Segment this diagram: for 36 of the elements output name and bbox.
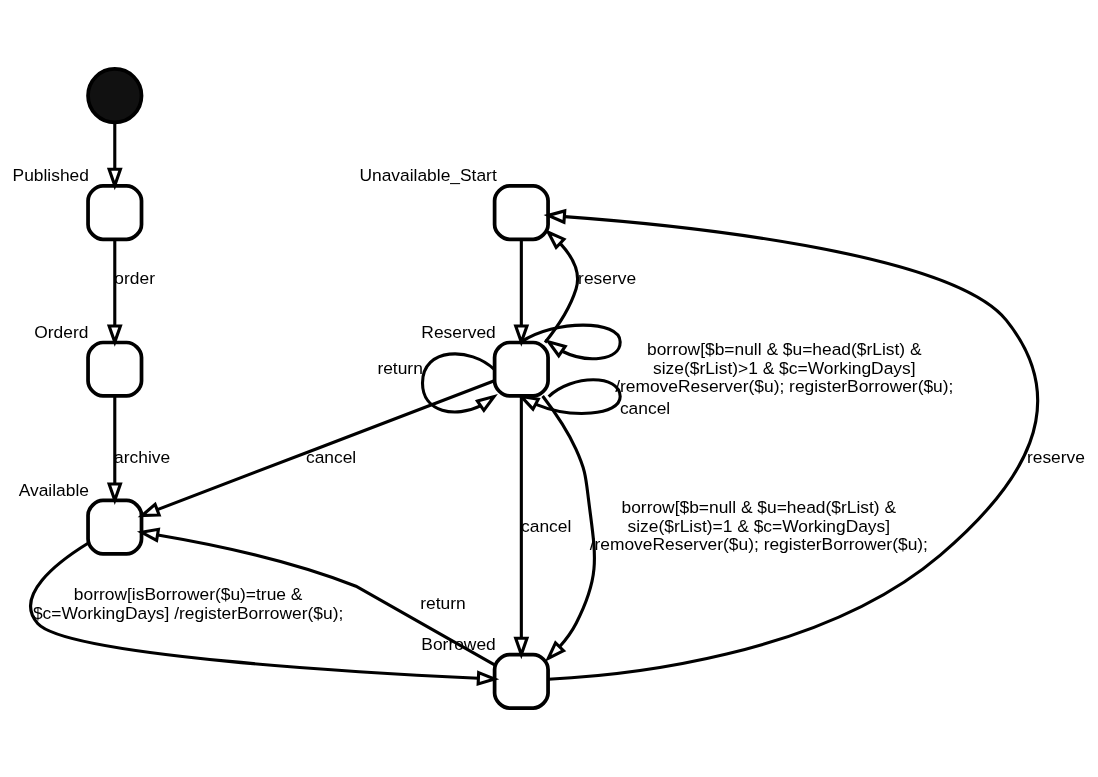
arrow	[520, 323, 622, 361]
edge-label: cancel	[619, 397, 671, 418]
node-circle	[86, 67, 144, 125]
node-box	[86, 340, 144, 398]
arrow	[29, 541, 500, 686]
arrow	[513, 396, 530, 660]
node-label: Unavailable_Start	[359, 165, 497, 186]
edge-label: return	[377, 357, 423, 378]
node-box	[492, 340, 550, 398]
edge-label: borrow[$b=null & $u=head($rList) & size($rList)>1 & $c=WorkingDays] /removeReserver($u); registerBorrower($u);	[615, 339, 954, 397]
edge-label: reserve	[578, 268, 637, 289]
node-box	[492, 652, 550, 710]
node-label: Published	[12, 165, 89, 186]
edge-label: archive	[114, 447, 171, 468]
node-box	[86, 498, 144, 556]
arrow	[541, 395, 596, 662]
arrow	[513, 239, 530, 347]
arrow	[136, 527, 496, 667]
edge-label: order	[114, 268, 155, 289]
edge-label: borrow[isBorrower($u)=true & $c=WorkingDays] /registerBorrower($u);	[32, 584, 344, 623]
node-label: Available	[18, 479, 89, 500]
node-box	[492, 183, 550, 242]
node-label: Reserved	[421, 321, 496, 342]
arrow	[543, 208, 1039, 681]
node-label: Orderd	[34, 321, 89, 342]
arrow	[106, 396, 123, 505]
arrow	[517, 378, 622, 415]
edge-label: reserve	[1026, 447, 1085, 468]
edge-label: return	[420, 593, 466, 614]
edge-label: cancel	[305, 447, 357, 468]
arrow	[106, 122, 123, 191]
arrow	[420, 352, 498, 414]
arrow	[137, 379, 495, 518]
node-box	[86, 183, 144, 242]
arrow	[106, 239, 123, 347]
arrow	[543, 229, 580, 344]
